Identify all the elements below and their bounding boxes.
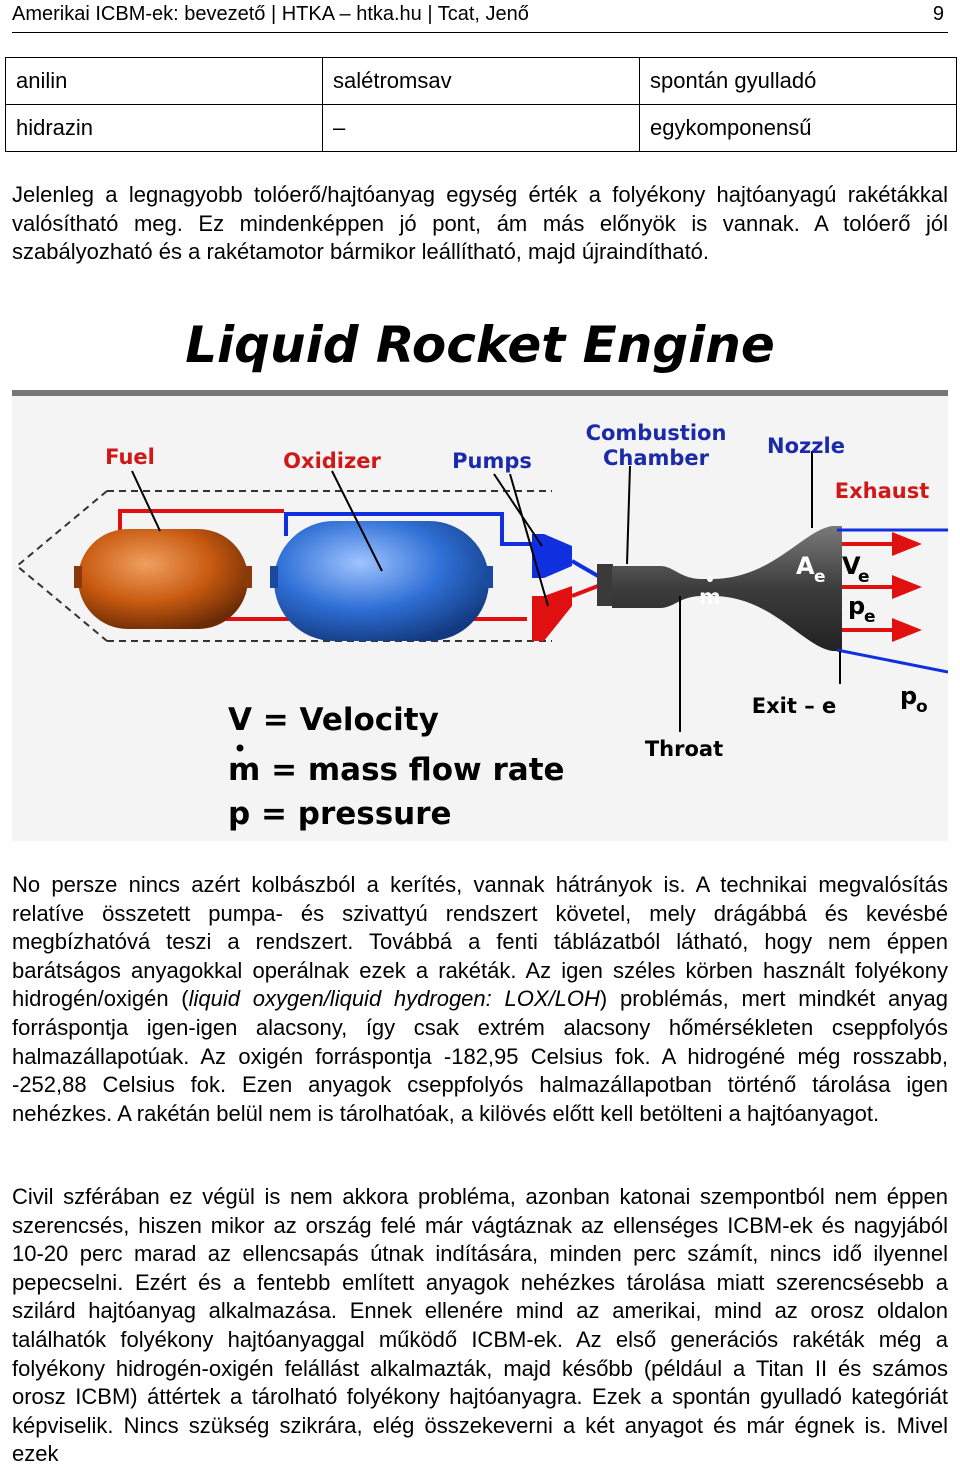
paragraph-text: ) problémás, mert mindkét anyag forráspo…	[12, 986, 948, 1126]
legend-pressure: p = pressure	[228, 796, 452, 832]
oxidizer-injector-line	[571, 559, 599, 578]
label-combustion-line2: Chamber	[603, 446, 710, 470]
legend-mass-flow: m = mass flow rate	[228, 752, 565, 788]
propellant-table: anilin salétromsav spontán gyulladó hidr…	[5, 57, 957, 152]
mass-flow-dot	[707, 576, 713, 582]
paragraph-text: No persze nincs azért kolbászból a kerít…	[12, 872, 948, 1012]
label-combustion-line1: Combustion	[586, 421, 727, 445]
exhaust-arrow	[892, 575, 922, 599]
fuel-tank	[78, 529, 248, 629]
diagram-title-band	[12, 296, 948, 396]
injector-plate	[597, 564, 613, 606]
oxidizer-tank	[274, 521, 489, 641]
fuel-tank-cap-right	[244, 566, 252, 588]
label-leader-lines	[131, 451, 841, 732]
label-mass-flow: m	[699, 585, 721, 609]
fuel-injector-line	[571, 584, 599, 598]
table-cell: anilin	[5, 57, 323, 105]
paragraph-military: Civil szférában ez végül is nem akkora p…	[12, 1184, 948, 1467]
label-area-exit-sub: e	[814, 567, 826, 587]
fuel-tank-cap-left	[74, 566, 82, 588]
label-pressure-exit: p	[848, 592, 865, 620]
oxidizer-tank-cap-right	[485, 566, 493, 588]
label-nozzle: Nozzle	[767, 434, 845, 458]
page-number: 9	[932, 3, 944, 25]
rocket-engine-diagram: Liquid Rocket Engine	[12, 296, 948, 841]
label-throat: Throat	[645, 737, 723, 761]
table-cell: spontán gyulladó	[639, 57, 957, 105]
oxidizer-feed-line	[284, 512, 532, 546]
label-pressure-ambient: p	[900, 682, 917, 710]
legend-mass-flow-dot	[236, 744, 244, 752]
paragraph-italic-term: liquid oxygen/liquid hydrogen: LOX/LOH	[188, 986, 600, 1012]
table-cell: salétromsav	[322, 57, 640, 105]
exhaust-line	[836, 648, 948, 674]
label-fuel: Fuel	[105, 445, 155, 469]
table-cell: egykomponensű	[639, 104, 957, 152]
exhaust-arrow	[892, 532, 922, 556]
oxidizer-tank-cap-left	[270, 566, 278, 588]
engine-nozzle	[612, 526, 842, 651]
exhaust-flow-lines	[842, 542, 892, 632]
label-pressure-exit-sub: e	[864, 607, 876, 627]
label-velocity-exit: V	[842, 552, 861, 580]
label-pressure-ambient-sub: o	[916, 697, 928, 717]
rocket-nose-outline	[15, 490, 108, 642]
label-exhaust: Exhaust	[835, 479, 930, 503]
paragraph-advantages: Jelenleg a legnagyobb tolóerő/hajtóanyag…	[12, 182, 948, 265]
title-divider	[12, 390, 948, 396]
table-row: anilin salétromsav spontán gyulladó	[5, 57, 957, 105]
label-area-exit: A	[796, 552, 815, 580]
header-title: Amerikai ICBM-ek: bevezető | HTKA – htka…	[12, 3, 529, 25]
label-velocity-exit-sub: e	[858, 567, 870, 587]
label-oxidizer: Oxidizer	[283, 449, 381, 473]
paragraph-disadvantages: No persze nincs azért kolbászból a kerít…	[12, 871, 948, 1128]
table-row: hidrazin – egykomponensű	[5, 104, 957, 152]
page-header: Amerikai ICBM-ek: bevezető | HTKA – htka…	[12, 0, 948, 33]
table-cell: –	[322, 104, 640, 152]
legend-velocity: V = Velocity	[228, 702, 439, 738]
table-cell: hidrazin	[5, 104, 323, 152]
label-pumps: Pumps	[452, 449, 532, 473]
exhaust-arrow	[892, 618, 922, 642]
label-exit: Exit – e	[752, 694, 837, 718]
fuel-pump	[532, 586, 572, 641]
diagram-title: Liquid Rocket Engine	[185, 316, 775, 374]
